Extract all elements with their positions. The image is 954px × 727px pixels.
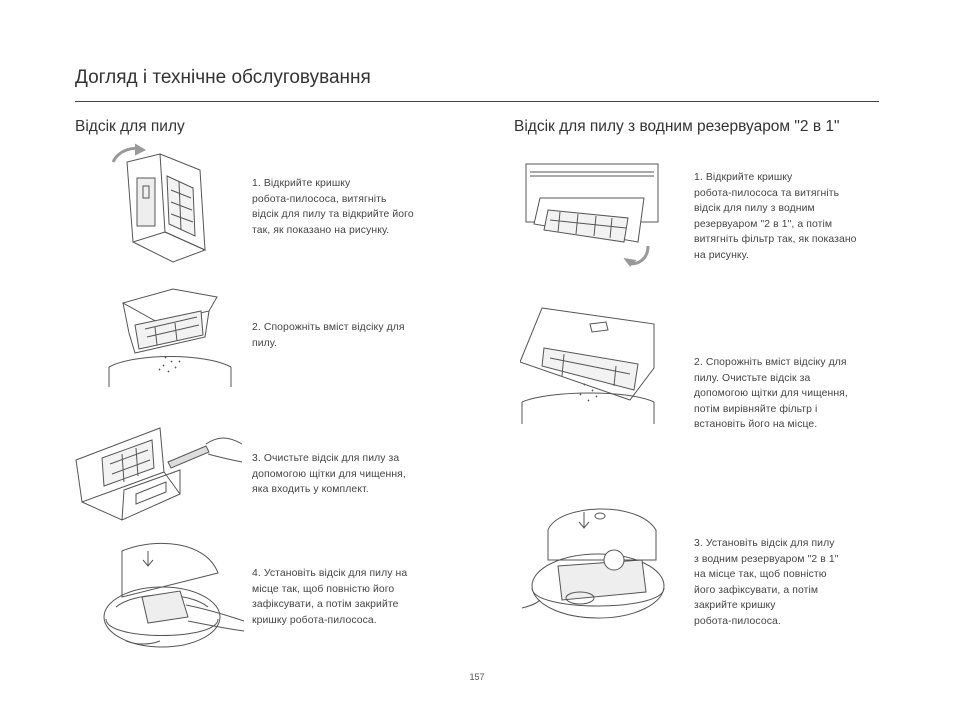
step-2-2in1-instruction: 2. Спорожніть вміст відсіку для пилу. Оч… (694, 357, 848, 431)
step-1-instruction: 1. Відкрийте кришку робота-пилососа, вит… (252, 178, 414, 236)
step-3-2in1-instruction: 3. Установіть відсік для пилу з водним р… (694, 538, 839, 627)
page-number: 157 (469, 672, 485, 682)
empty-dustbin-illustration (105, 283, 235, 391)
step-1-2in1-instruction: 1. Відкрийте кришку робота-пилососа та в… (694, 172, 857, 261)
open-2in1-tank-illustration (520, 162, 662, 270)
step-4-instruction: 4. Установіть відсік для пилу на місце т… (252, 568, 408, 626)
install-dustbin-illustration (96, 537, 246, 657)
section-title-2in1-tank: Відсік для пилу з водним резервуаром "2 … (514, 118, 840, 135)
title-divider (75, 101, 879, 102)
section-title-dustbin: Відсік для пилу (75, 118, 185, 135)
clean-dustbin-brush-illustration (72, 424, 244, 524)
empty-2in1-tank-illustration (520, 302, 660, 426)
open-dustbin-illustration (105, 140, 225, 265)
step-2-instruction: 2. Спорожніть вміст відсіку для пилу. (252, 322, 405, 349)
install-2in1-tank-illustration (518, 500, 668, 630)
step-3-instruction: 3. Очистьте відсік для пилу за допомогою… (252, 453, 406, 496)
page-title: Догляд і технічне обслуговування (75, 67, 371, 88)
